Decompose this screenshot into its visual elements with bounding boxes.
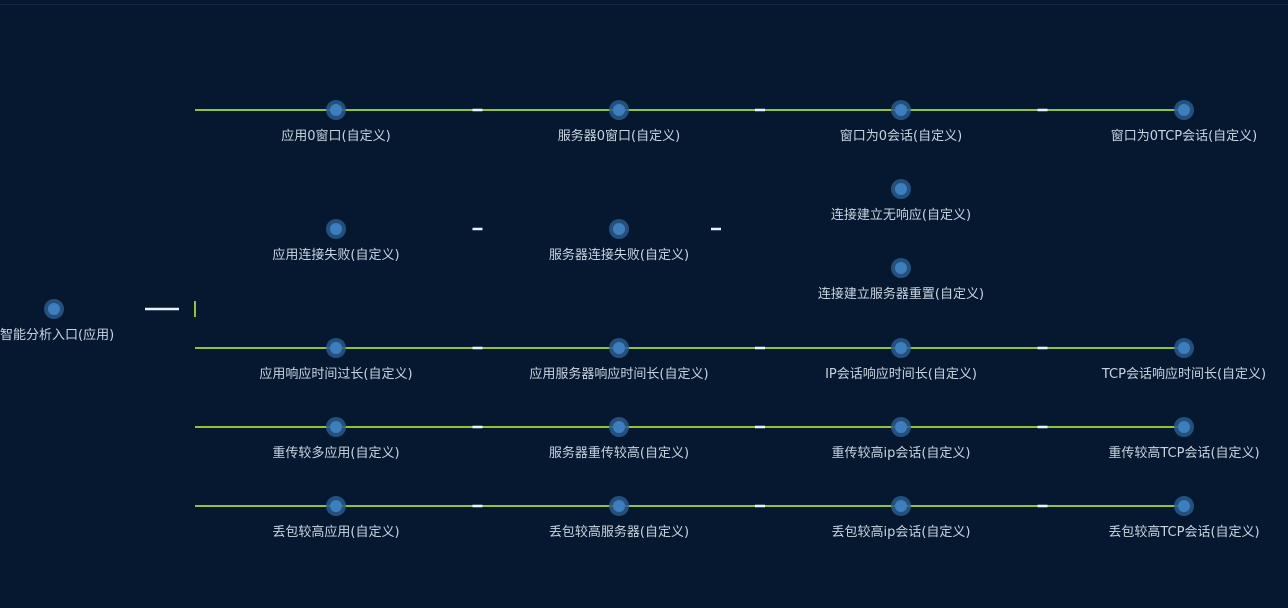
node-core — [613, 500, 625, 512]
root-node[interactable] — [44, 299, 64, 319]
node-core — [895, 262, 907, 274]
branch-1-sub-node-1-label: 连接建立服务器重置(自定义) — [817, 287, 985, 302]
branch-4-node-1[interactable] — [609, 496, 629, 516]
node-core — [895, 342, 907, 354]
branch-1-node-1-label: 服务器连接失败(自定义) — [548, 248, 690, 263]
node-core — [330, 342, 342, 354]
branch-2-node-0[interactable] — [326, 338, 346, 358]
node-core — [330, 421, 342, 433]
branch-3-node-2[interactable] — [891, 417, 911, 437]
branch-0-node-3-label: 窗口为0TCP会话(自定义) — [1110, 129, 1258, 144]
branch-4-node-1-label: 丢包较高服务器(自定义) — [548, 525, 690, 540]
node-core — [330, 500, 342, 512]
node-core — [613, 104, 625, 116]
node-core — [895, 421, 907, 433]
branch-4-node-2-label: 丢包较高ip会话(自定义) — [831, 525, 971, 540]
branch-2-node-3-label: TCP会话响应时间长(自定义) — [1101, 367, 1267, 382]
branch-3-node-1[interactable] — [609, 417, 629, 437]
branch-4-node-0-label: 丢包较高应用(自定义) — [272, 525, 400, 540]
branch-2-node-0-label: 应用响应时间过长(自定义) — [259, 367, 413, 382]
branch-2-node-1-label: 应用服务器响应时间长(自定义) — [529, 367, 709, 382]
node-core — [1178, 342, 1190, 354]
branch-0-node-1-label: 服务器0窗口(自定义) — [557, 129, 681, 144]
branch-4-node-3[interactable] — [1174, 496, 1194, 516]
branch-3-node-3[interactable] — [1174, 417, 1194, 437]
branch-3-node-0-label: 重传较多应用(自定义) — [272, 446, 400, 461]
branch-1-node-1[interactable] — [609, 219, 629, 239]
branch-3-node-1-label: 服务器重传较高(自定义) — [548, 446, 690, 461]
branch-0-node-3[interactable] — [1174, 100, 1194, 120]
branch-4-node-3-label: 丢包较高TCP会话(自定义) — [1108, 525, 1260, 540]
branch-1-node-0[interactable] — [326, 219, 346, 239]
branch-3-node-2-label: 重传较高ip会话(自定义) — [831, 446, 971, 461]
node-core — [895, 183, 907, 195]
branch-4-node-2[interactable] — [891, 496, 911, 516]
branch-2-node-1[interactable] — [609, 338, 629, 358]
root-node-label: 智能分析入口(应用) — [0, 328, 115, 343]
node-core — [895, 500, 907, 512]
branch-0-node-2-label: 窗口为0会话(自定义) — [839, 129, 963, 144]
node-core — [1178, 500, 1190, 512]
branch-1-sub-node-0[interactable] — [891, 179, 911, 199]
branch-3-node-3-label: 重传较高TCP会话(自定义) — [1108, 446, 1260, 461]
branch-0-node-1[interactable] — [609, 100, 629, 120]
node-core — [1178, 104, 1190, 116]
branch-0-node-0-label: 应用0窗口(自定义) — [281, 129, 391, 144]
node-core — [613, 223, 625, 235]
branch-4-node-0[interactable] — [326, 496, 346, 516]
branch-2-node-2[interactable] — [891, 338, 911, 358]
node-core — [48, 303, 60, 315]
branch-1-sub-node-0-label: 连接建立无响应(自定义) — [830, 208, 972, 223]
branch-3-node-0[interactable] — [326, 417, 346, 437]
node-core — [613, 421, 625, 433]
node-core — [613, 342, 625, 354]
branch-1-node-0-label: 应用连接失败(自定义) — [272, 248, 400, 263]
branch-1-sub-node-1[interactable] — [891, 258, 911, 278]
node-core — [330, 223, 342, 235]
top-divider — [0, 4, 1288, 5]
branch-0-node-2[interactable] — [891, 100, 911, 120]
node-core — [895, 104, 907, 116]
node-core — [1178, 421, 1190, 433]
branch-2-node-3[interactable] — [1174, 338, 1194, 358]
node-core — [330, 104, 342, 116]
branch-0-node-0[interactable] — [326, 100, 346, 120]
branch-2-node-2-label: IP会话响应时间长(自定义) — [825, 367, 977, 382]
